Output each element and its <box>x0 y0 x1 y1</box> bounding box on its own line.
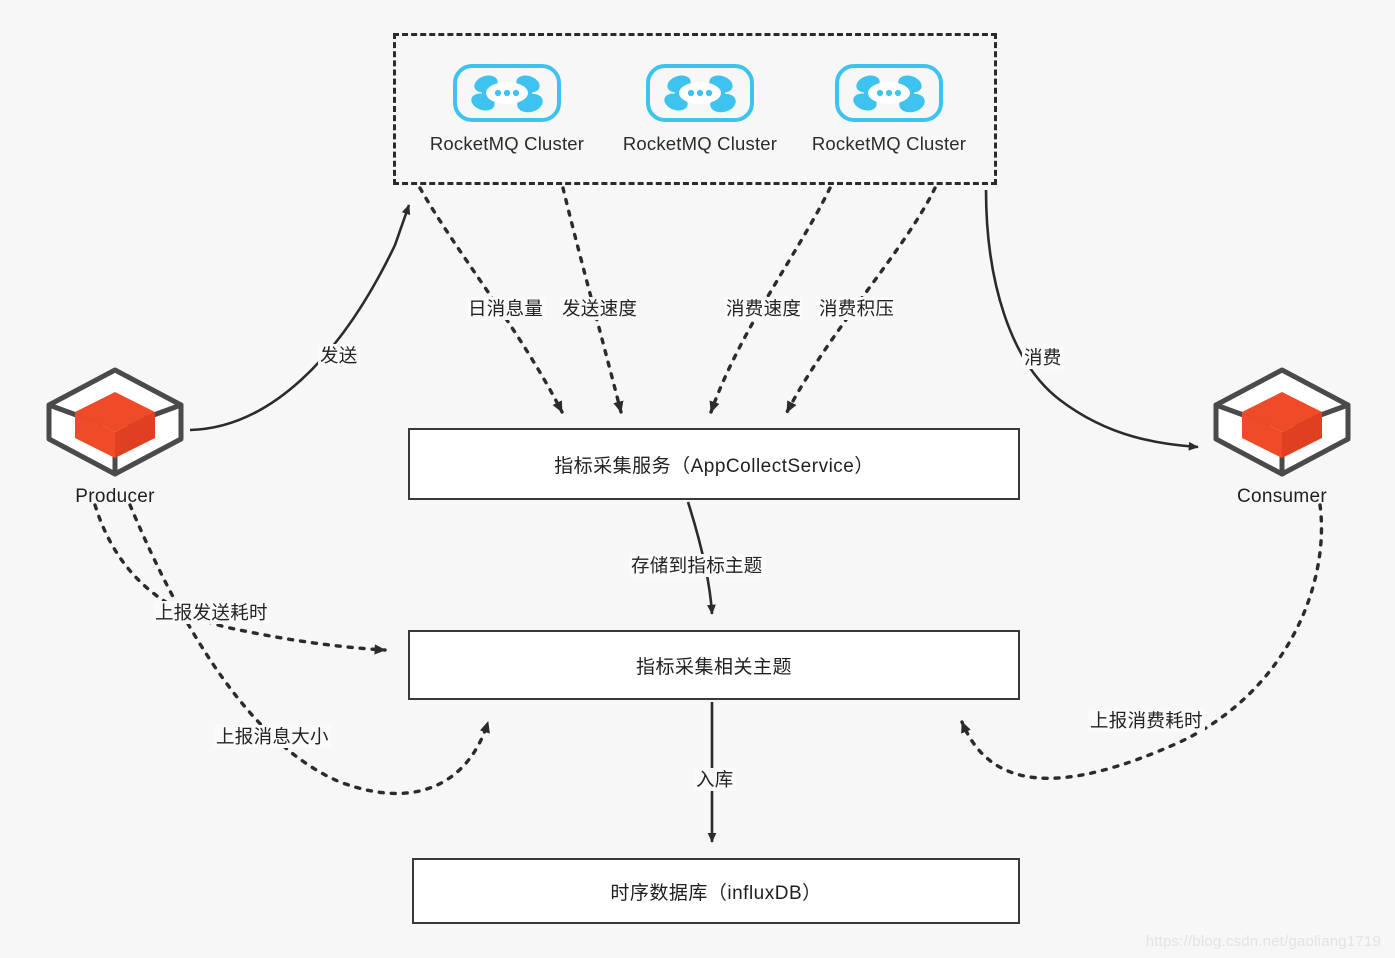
watermark: https://blog.csdn.net/gaoliang1719 <box>1145 933 1381 950</box>
edge-label-into-db: 入库 <box>694 768 736 792</box>
edge-consume-speed <box>709 186 832 414</box>
edge-cluster-to-consumer <box>984 189 1199 451</box>
edge-label-daily-message-volume: 日消息量 <box>466 297 546 321</box>
rocketmq-logo-icon <box>646 64 754 122</box>
edge-send-speed <box>561 186 624 414</box>
edge-report-message-size <box>128 503 490 796</box>
edge-label-report-send-cost: 上报发送耗时 <box>153 601 270 625</box>
edge-label-consume: 消费 <box>1022 346 1064 370</box>
edge-producer-to-cluster <box>189 204 411 432</box>
edge-report-consume-cost <box>960 503 1324 780</box>
collect-service-box[interactable]: 指标采集服务（AppCollectService） <box>408 428 1020 500</box>
influxdb-box[interactable]: 时序数据库（influxDB） <box>412 858 1020 924</box>
rocketmq-logo-icon <box>835 64 943 122</box>
rocketmq-logo-icon <box>453 64 561 122</box>
package-cube-icon <box>46 367 184 477</box>
consumer-label: Consumer <box>1236 486 1328 507</box>
edge-report-send-cost <box>93 503 387 655</box>
rocketmq-cluster-group: RocketMQ Cluster RocketMQ C <box>393 33 997 185</box>
edge-label-report-message-size: 上报消息大小 <box>214 725 331 749</box>
producer-label: Producer <box>75 486 155 507</box>
consumer-node[interactable]: Consumer <box>1205 362 1359 508</box>
edge-label-report-consume-cost: 上报消费耗时 <box>1088 709 1205 733</box>
producer-node[interactable]: Producer <box>38 362 192 508</box>
package-cube-icon <box>1213 367 1351 477</box>
rocketmq-cluster-label: RocketMQ Cluster <box>429 133 585 154</box>
rocketmq-cluster-node[interactable]: RocketMQ Cluster <box>414 63 600 155</box>
rocketmq-cluster-node[interactable]: RocketMQ Cluster <box>796 63 982 155</box>
edge-daily-message-volume <box>418 186 564 414</box>
edge-label-send-speed: 发送速度 <box>560 297 640 321</box>
edge-label-store-to-topic: 存储到指标主题 <box>629 554 765 578</box>
edge-consume-backlog <box>785 186 937 414</box>
rocketmq-cluster-label: RocketMQ Cluster <box>622 133 778 154</box>
edge-label-send: 发送 <box>318 344 360 368</box>
edge-label-consume-speed: 消费速度 <box>724 297 804 321</box>
metrics-topic-box[interactable]: 指标采集相关主题 <box>408 630 1020 700</box>
edge-label-consume-backlog: 消费积压 <box>817 297 897 321</box>
rocketmq-cluster-node[interactable]: RocketMQ Cluster <box>607 63 793 155</box>
rocketmq-cluster-label: RocketMQ Cluster <box>811 133 967 154</box>
